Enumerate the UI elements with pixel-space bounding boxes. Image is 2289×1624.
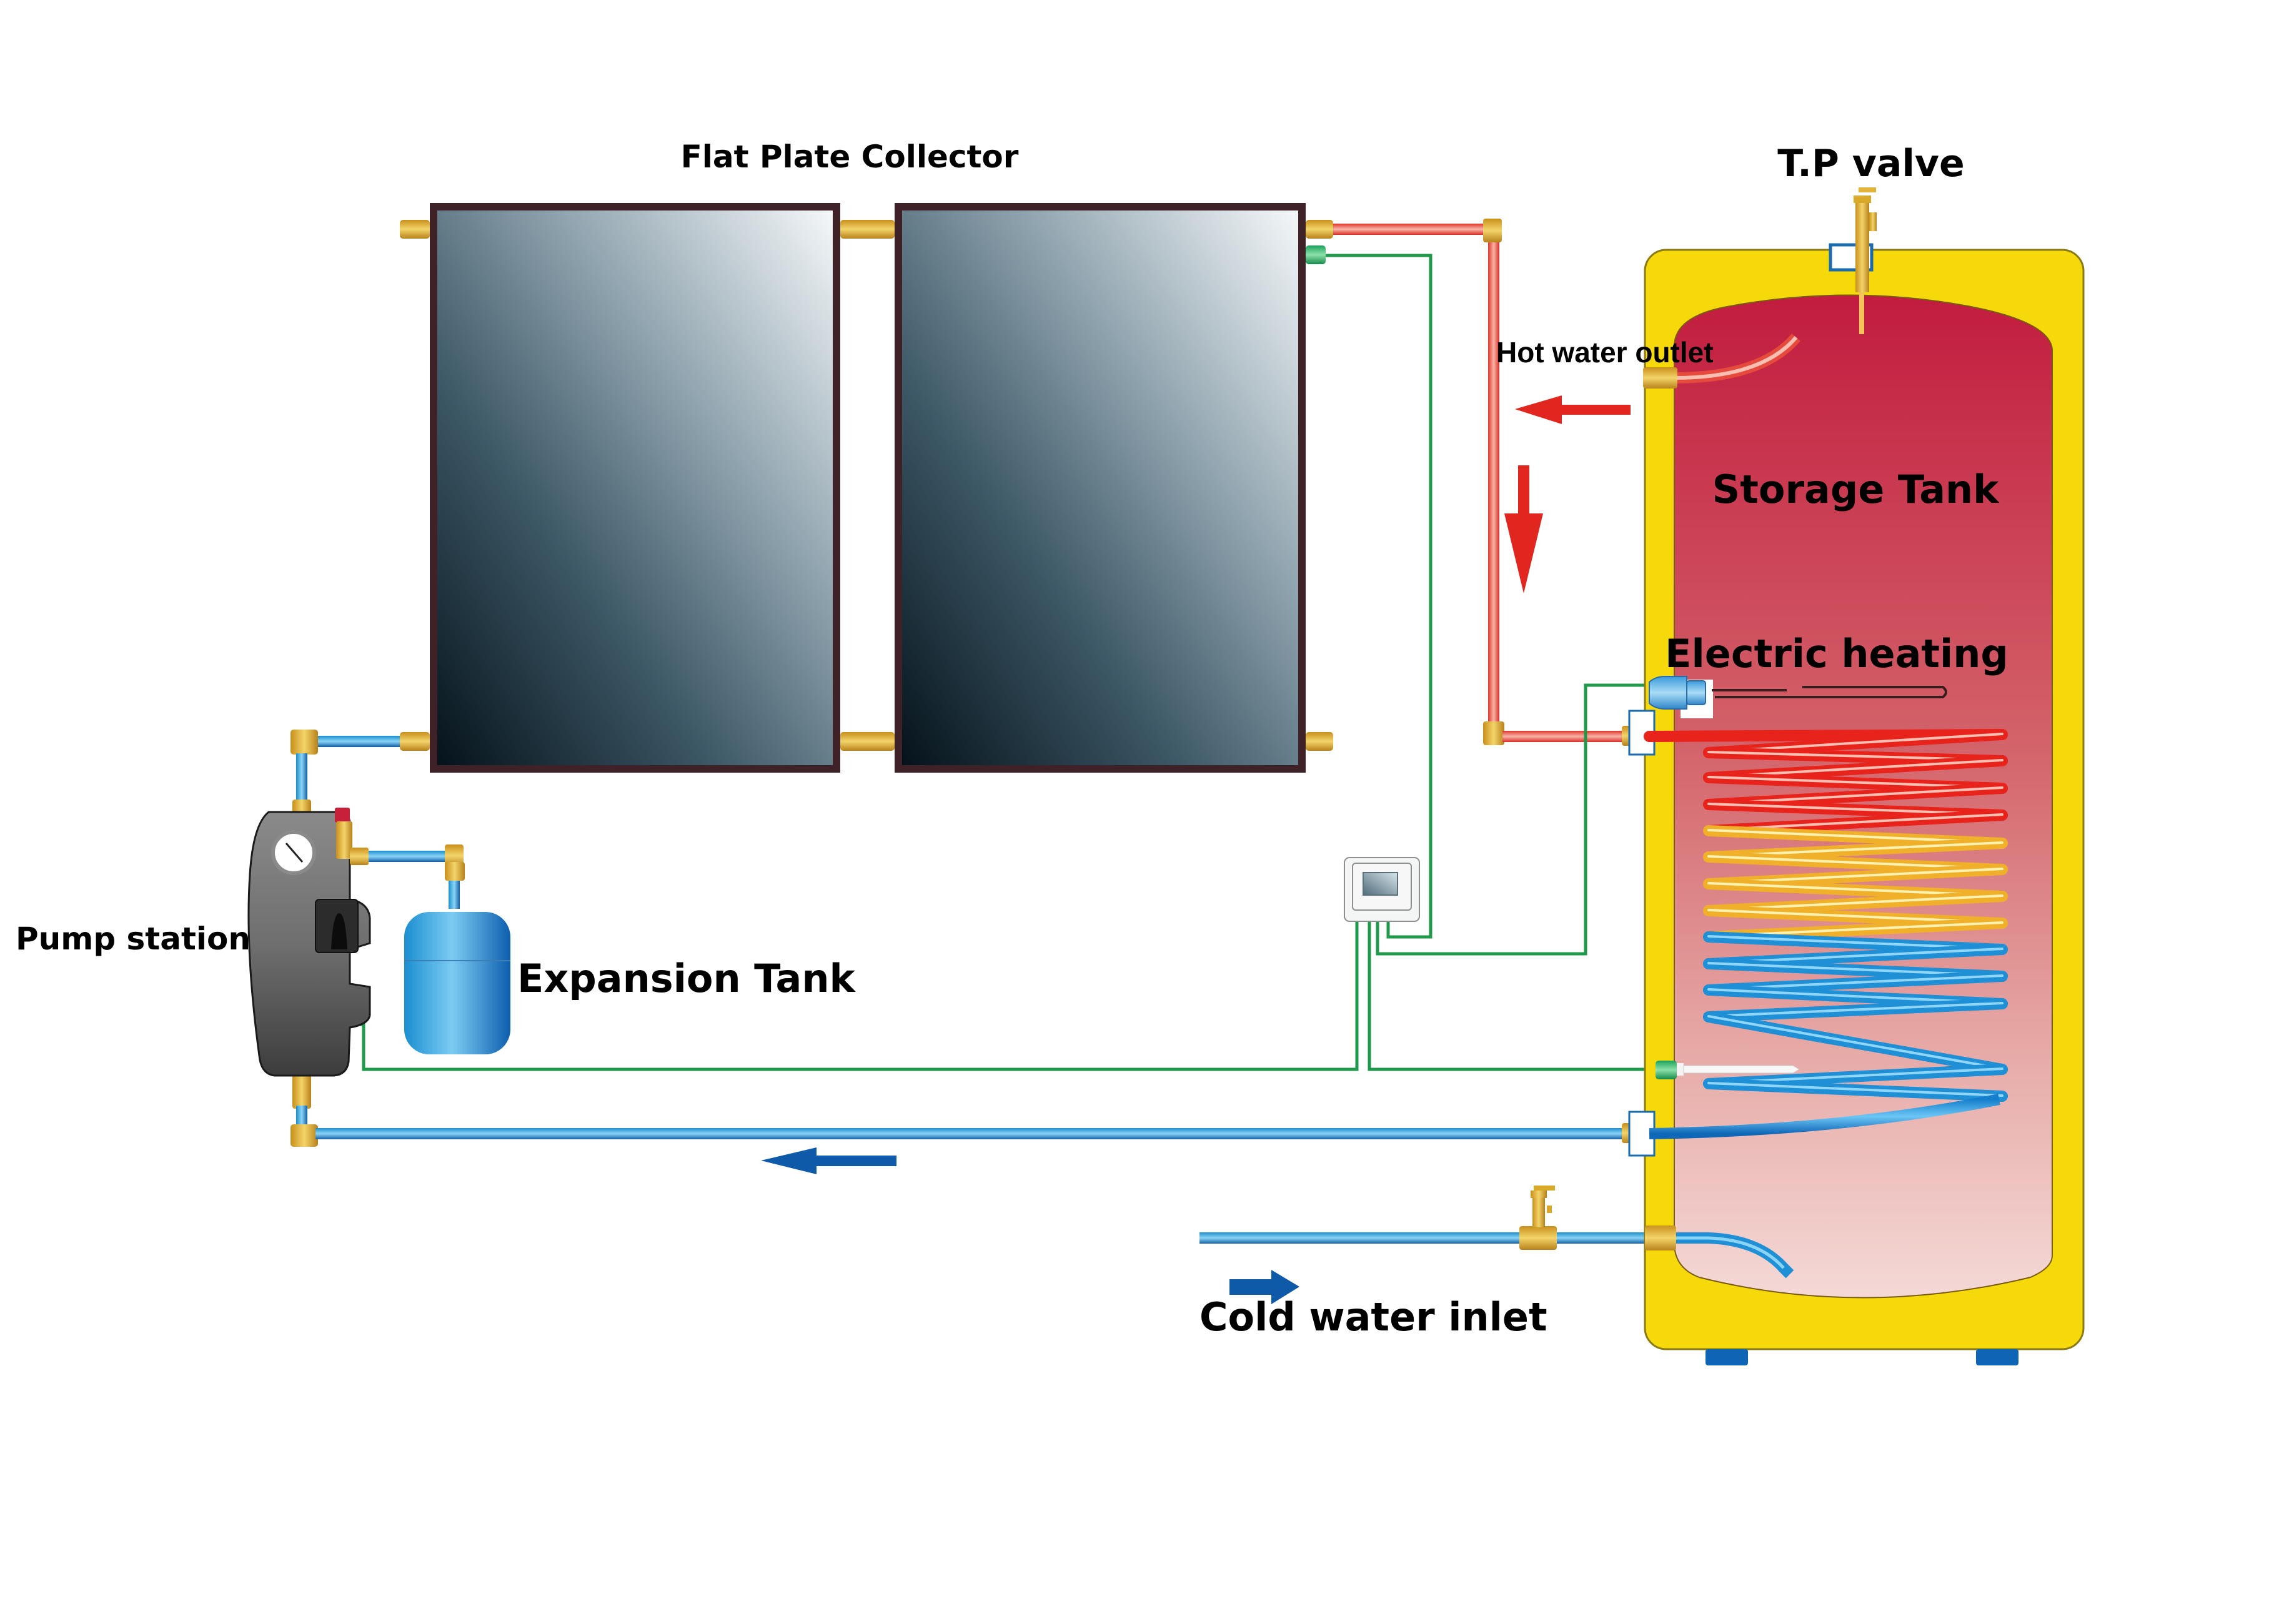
cold-inlet-flow-arrow-icon — [1229, 1270, 1299, 1304]
tp-valve-label: T.P valve — [1777, 142, 1964, 186]
hot-outlet-flow-arrow-icon — [1515, 395, 1631, 424]
coil-highlight — [1707, 1015, 2003, 1070]
collector-label: Flat Plate Collector — [681, 139, 1019, 175]
expansion-tank-pipe — [365, 844, 465, 909]
collector-temp-sensor — [1306, 245, 1326, 264]
storage-tank-label: Storage Tank — [1712, 467, 2000, 512]
cold-water-inlet-label: Cold water inlet — [1199, 1294, 1547, 1340]
collector-fittings — [400, 220, 1333, 751]
coil-return-pipe — [1649, 1094, 2000, 1139]
electric-heating-label: Electric heating — [1665, 631, 2008, 676]
hot-water-outlet-label: Hot water outlet — [1496, 336, 1714, 369]
pump-station — [247, 808, 371, 1077]
expansion-tank-label: Expansion Tank — [517, 956, 856, 1001]
pump-station-label: Pump station — [16, 921, 251, 957]
solar-controller — [1344, 857, 1420, 922]
coil-highlight — [1707, 1082, 2003, 1097]
cold-inlet-diffuser-pipe — [1645, 1225, 1794, 1279]
cold-water-inlet-pipe — [1199, 1186, 1649, 1250]
tank-temp-sensor — [1656, 1061, 1800, 1079]
collector-panel-2 — [895, 203, 1306, 773]
return-flow-arrow-icon — [761, 1147, 896, 1174]
return-line-pipe — [290, 1074, 1649, 1147]
hot-supply-pipe — [1333, 219, 1649, 746]
electric-heating-element — [1649, 676, 1947, 710]
coil-highlight — [1707, 1002, 2003, 1017]
hot-down-flow-arrow-icon — [1504, 465, 1543, 593]
heat-exchanger-coil — [1644, 729, 2008, 1102]
collector-return-pipe — [290, 730, 400, 831]
expansion-tank — [404, 912, 510, 1054]
collector-panel-1 — [430, 203, 840, 773]
tp-valve — [1854, 187, 1877, 334]
hot-water-outlet-pipe — [1643, 334, 1800, 389]
